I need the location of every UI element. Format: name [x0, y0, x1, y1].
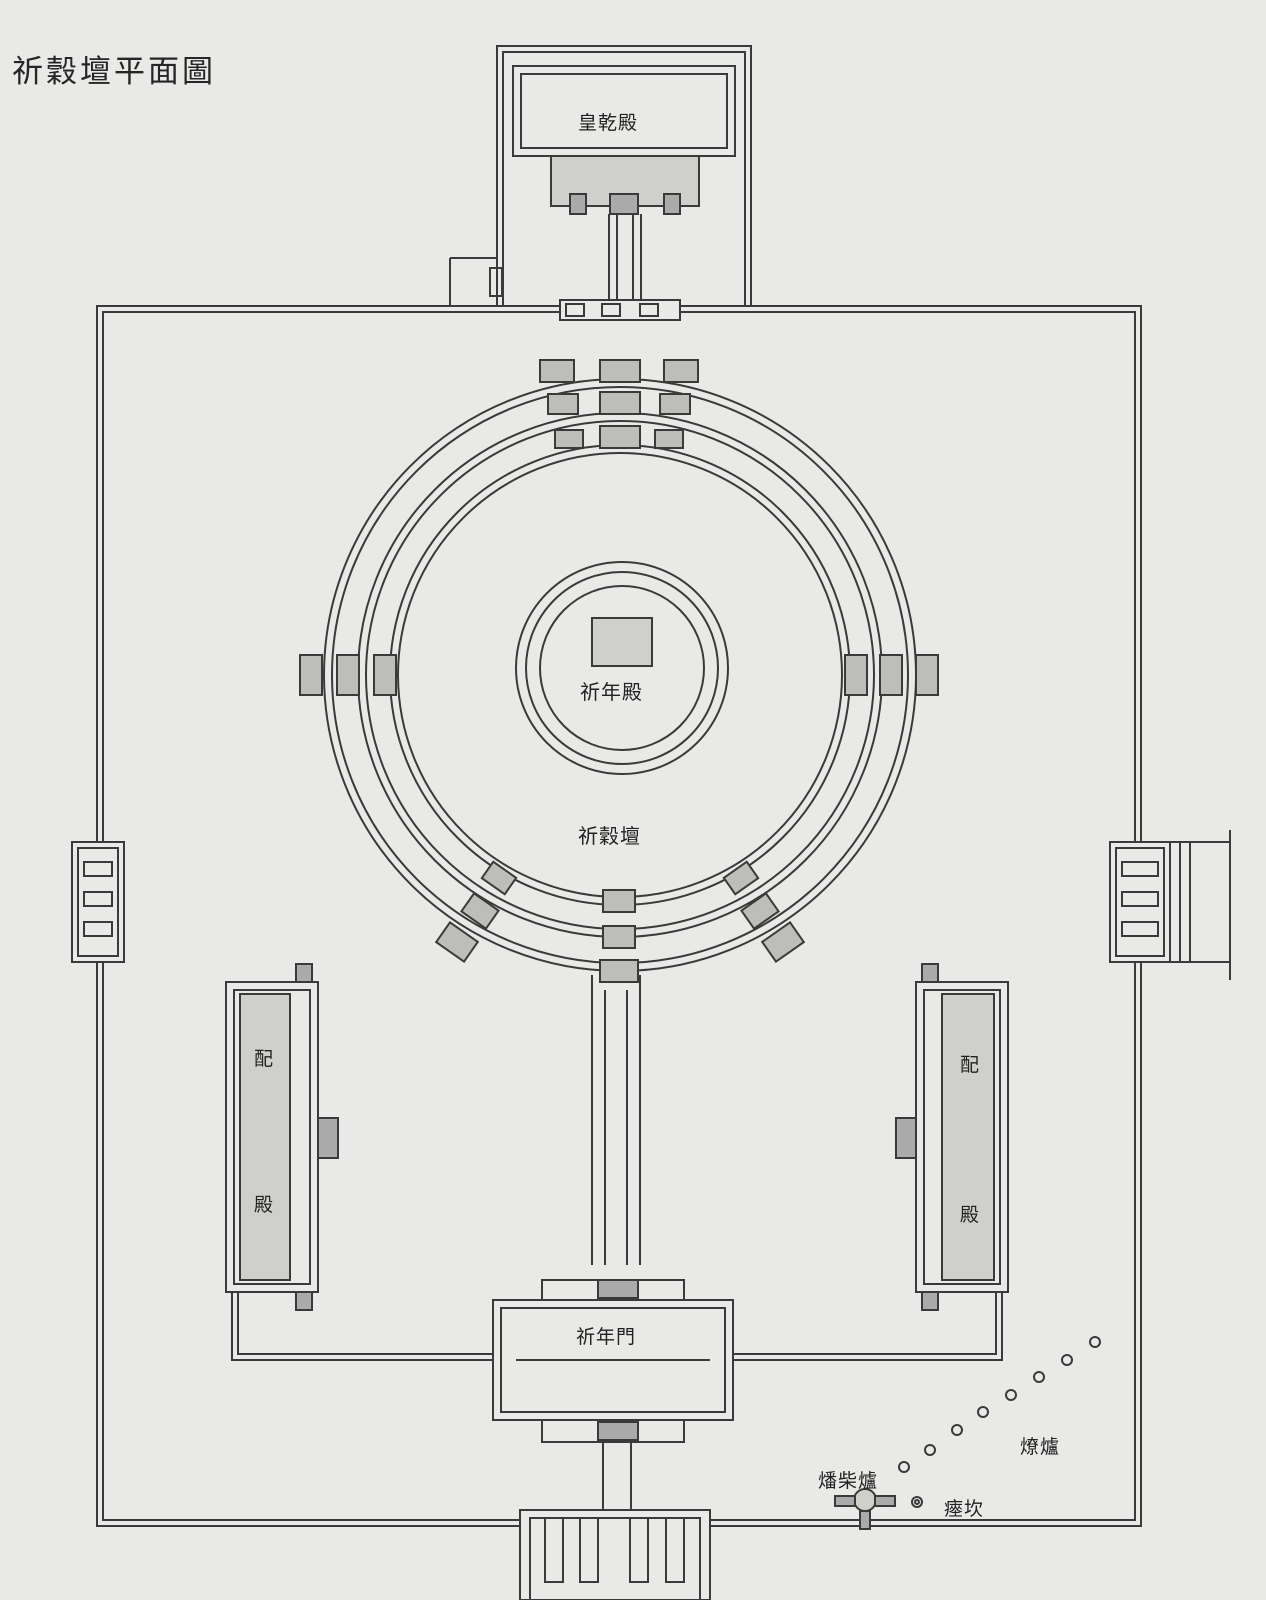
altar-ring-outer	[323, 378, 917, 972]
label-qinian-gate: 祈年門	[576, 1326, 637, 1348]
label-east-hall-top: 配	[960, 1054, 980, 1076]
west-gate	[71, 841, 125, 963]
south-gate	[519, 1509, 711, 1600]
label-altar: 祈穀壇	[578, 824, 641, 848]
label-west-hall-bottom: 殿	[254, 1194, 274, 1216]
label-east-hall-bottom: 殿	[960, 1204, 980, 1226]
label-yikan: 瘞坎	[944, 1498, 985, 1520]
label-fanchailu: 燔柴爐	[818, 1470, 879, 1492]
yikan-pit	[911, 1496, 923, 1508]
label-liaolu: 燎爐	[1020, 1436, 1061, 1458]
qinian-hall-outer	[515, 561, 729, 775]
east-gate	[1109, 841, 1171, 963]
label-huangqian-hall: 皇乾殿	[578, 112, 639, 134]
label-qinian-hall: 祈年殿	[580, 680, 643, 704]
inner-courtyard-wall	[231, 1292, 493, 1361]
altar-ring-middle	[357, 412, 883, 938]
label-west-hall-top: 配	[254, 1048, 274, 1070]
page-title: 祈穀壇平面圖	[12, 54, 216, 90]
